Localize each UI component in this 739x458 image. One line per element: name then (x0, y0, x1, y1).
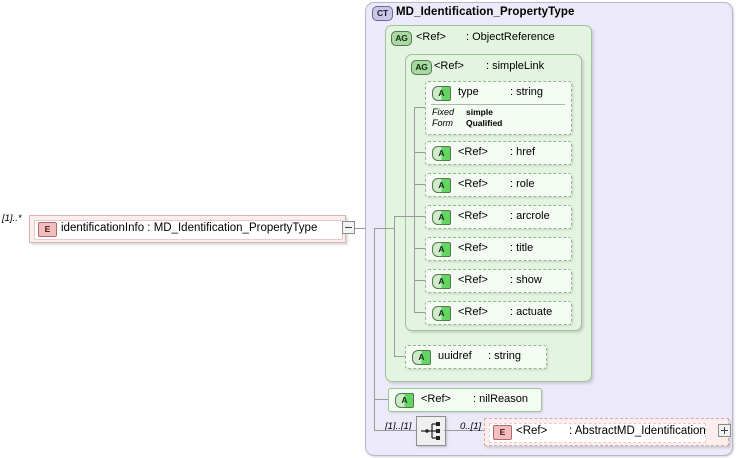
attributegroup-icon-outer: AG (391, 31, 412, 46)
attribute-nilreason-box[interactable]: A <Ref> : nilReason (388, 388, 542, 412)
attribute-arcrole-box[interactable]: A <Ref> : arcrole (425, 205, 572, 229)
facet-separator (431, 104, 565, 105)
element-icon: E (38, 222, 57, 237)
attributegroup-inner-name: <Ref> (434, 60, 464, 72)
connector-sequence-to-child (444, 430, 484, 431)
connector-to-actuate (414, 312, 425, 313)
facet-value-fixed: simple (466, 107, 493, 117)
attributegroup-inner-type: : simpleLink (486, 60, 545, 72)
attribute-title-name: <Ref> (458, 242, 488, 254)
attribute-actuate-type: : actuate (510, 306, 553, 318)
attribute-icon: A (412, 350, 431, 365)
root-element-box[interactable]: E identificationInfo : MD_Identification… (29, 215, 346, 243)
attribute-uuidref-type: : string (488, 350, 522, 362)
attribute-arcrole-name: <Ref> (458, 210, 488, 222)
attribute-href-box[interactable]: A <Ref> : href (425, 141, 572, 165)
attribute-icon: A (432, 274, 451, 289)
attribute-nilreason-name: <Ref> (421, 393, 451, 405)
connector-to-title (414, 248, 425, 249)
connector-to-type-attr (414, 107, 425, 108)
attribute-nilreason-type: : nilReason (473, 393, 529, 405)
attribute-title-type: : title (510, 242, 534, 254)
connector-inner-ag-spine (414, 107, 415, 312)
sequence-compositor-icon[interactable] (416, 416, 446, 446)
attribute-show-box[interactable]: A <Ref> : show (425, 269, 572, 293)
child-element-inner (489, 423, 706, 443)
attribute-href-type: : href (510, 146, 536, 158)
connector-to-uuidref (394, 356, 405, 357)
plus-toggle[interactable] (718, 424, 731, 437)
connector-outer-ag-spine (394, 216, 395, 356)
facet-key-form: Form (432, 118, 453, 128)
element-icon: E (493, 425, 512, 440)
minus-toggle[interactable] (342, 221, 355, 234)
sequence-cardinality: [1]..[1] (385, 421, 412, 432)
attribute-arcrole-type: : arcrole (510, 210, 550, 222)
attribute-role-type: : role (510, 178, 535, 190)
connector-to-show (414, 280, 425, 281)
attribute-uuidref-name: uuidref (438, 350, 472, 362)
complextype-title: MD_Identification_PropertyType (396, 6, 575, 18)
attribute-type-name: type (458, 86, 479, 98)
attribute-href-name: <Ref> (458, 146, 488, 158)
attribute-icon: A (432, 178, 451, 193)
child-element-type: : AbstractMD_Identification (569, 425, 706, 437)
connector-trunk-main (374, 228, 375, 430)
complextype-icon: CT (372, 6, 393, 21)
connector-trunk-to-outer-ag (374, 228, 394, 229)
attributegroup-outer-name: <Ref> (416, 31, 446, 43)
attribute-actuate-name: <Ref> (458, 306, 488, 318)
attribute-icon: A (432, 210, 451, 225)
attribute-title-box[interactable]: A <Ref> : title (425, 237, 572, 261)
connector-to-nilreason (374, 399, 388, 400)
facet-value-form: Qualified (466, 118, 503, 128)
connector-to-arcrole (414, 216, 425, 217)
sequence-compositor-glyph (421, 422, 440, 440)
attribute-icon: A (395, 393, 414, 408)
connector-to-role (414, 184, 425, 185)
connector-outer-to-inner-ag (394, 216, 414, 217)
attribute-icon: A (432, 306, 451, 321)
root-element-cardinality: [1]..* (2, 213, 22, 224)
attribute-show-name: <Ref> (458, 274, 488, 286)
child-element-box[interactable]: E <Ref> : AbstractMD_Identification (484, 418, 729, 446)
attribute-show-type: : show (510, 274, 542, 286)
attribute-icon: A (432, 86, 451, 101)
attribute-icon: A (432, 146, 451, 161)
attributegroup-icon-inner: AG (411, 60, 432, 75)
attribute-type-box[interactable]: A type : string Fixed simple Form Qualif… (425, 81, 572, 135)
attribute-role-box[interactable]: A <Ref> : role (425, 173, 572, 197)
attribute-uuidref-box[interactable]: A uuidref : string (405, 345, 547, 369)
attributegroup-outer-type: : ObjectReference (466, 31, 555, 43)
child-element-cardinality: 0..[1] (460, 421, 482, 432)
attribute-actuate-box[interactable]: A <Ref> : actuate (425, 301, 572, 325)
facet-key-fixed: Fixed (432, 107, 455, 117)
connector-to-href (414, 152, 425, 153)
attribute-role-name: <Ref> (458, 178, 488, 190)
attribute-icon: A (432, 242, 451, 257)
child-element-name: <Ref> (516, 425, 548, 437)
attribute-type-datatype: : string (510, 86, 544, 98)
connector-to-sequence (374, 430, 416, 431)
root-element-label: identificationInfo : MD_Identification_P… (61, 222, 318, 234)
